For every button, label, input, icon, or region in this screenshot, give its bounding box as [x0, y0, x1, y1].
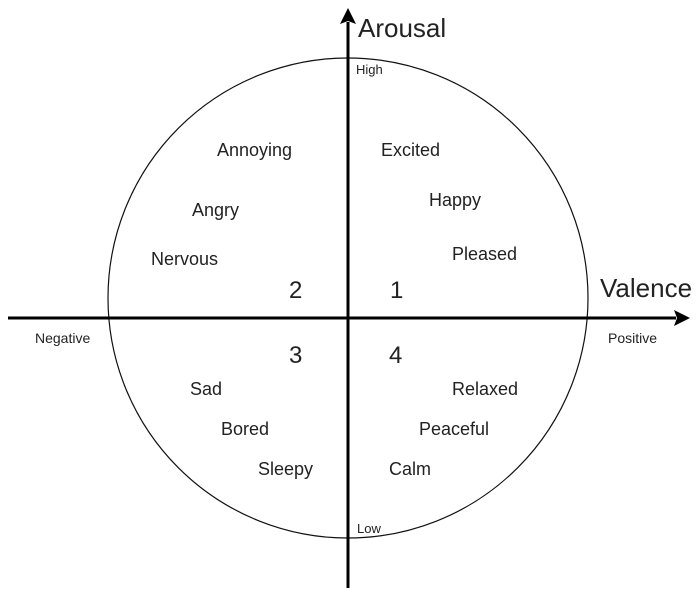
arousal-arrow-head: [340, 8, 356, 24]
emotion-pleased: Pleased: [452, 244, 517, 264]
valence-negative-label: Negative: [35, 330, 90, 346]
emotion-bored: Bored: [221, 419, 269, 439]
emotion-relaxed: Relaxed: [452, 379, 518, 399]
emotion-nervous: Nervous: [151, 249, 218, 269]
quadrant-2-label: 2: [289, 277, 302, 304]
quadrant-1-label: 1: [390, 277, 403, 304]
emotion-excited: Excited: [381, 140, 440, 160]
emotion-sleepy: Sleepy: [258, 459, 313, 479]
quadrant-4-label: 4: [389, 342, 402, 369]
arousal-high-label: High: [356, 62, 383, 77]
valence-axis-title: Valence: [600, 273, 692, 303]
arousal-low-label: Low: [357, 521, 381, 536]
emotion-peaceful: Peaceful: [419, 419, 489, 439]
emotion-sad: Sad: [190, 379, 222, 399]
quadrant-3-label: 3: [289, 342, 302, 369]
arousal-axis-title: Arousal: [358, 13, 446, 43]
valence-arrow-head: [674, 310, 690, 326]
emotion-angry: Angry: [192, 200, 239, 220]
emotion-calm: Calm: [389, 459, 431, 479]
emotion-happy: Happy: [429, 190, 481, 210]
emotion-annoying: Annoying: [217, 140, 292, 160]
valence-positive-label: Positive: [608, 330, 657, 346]
